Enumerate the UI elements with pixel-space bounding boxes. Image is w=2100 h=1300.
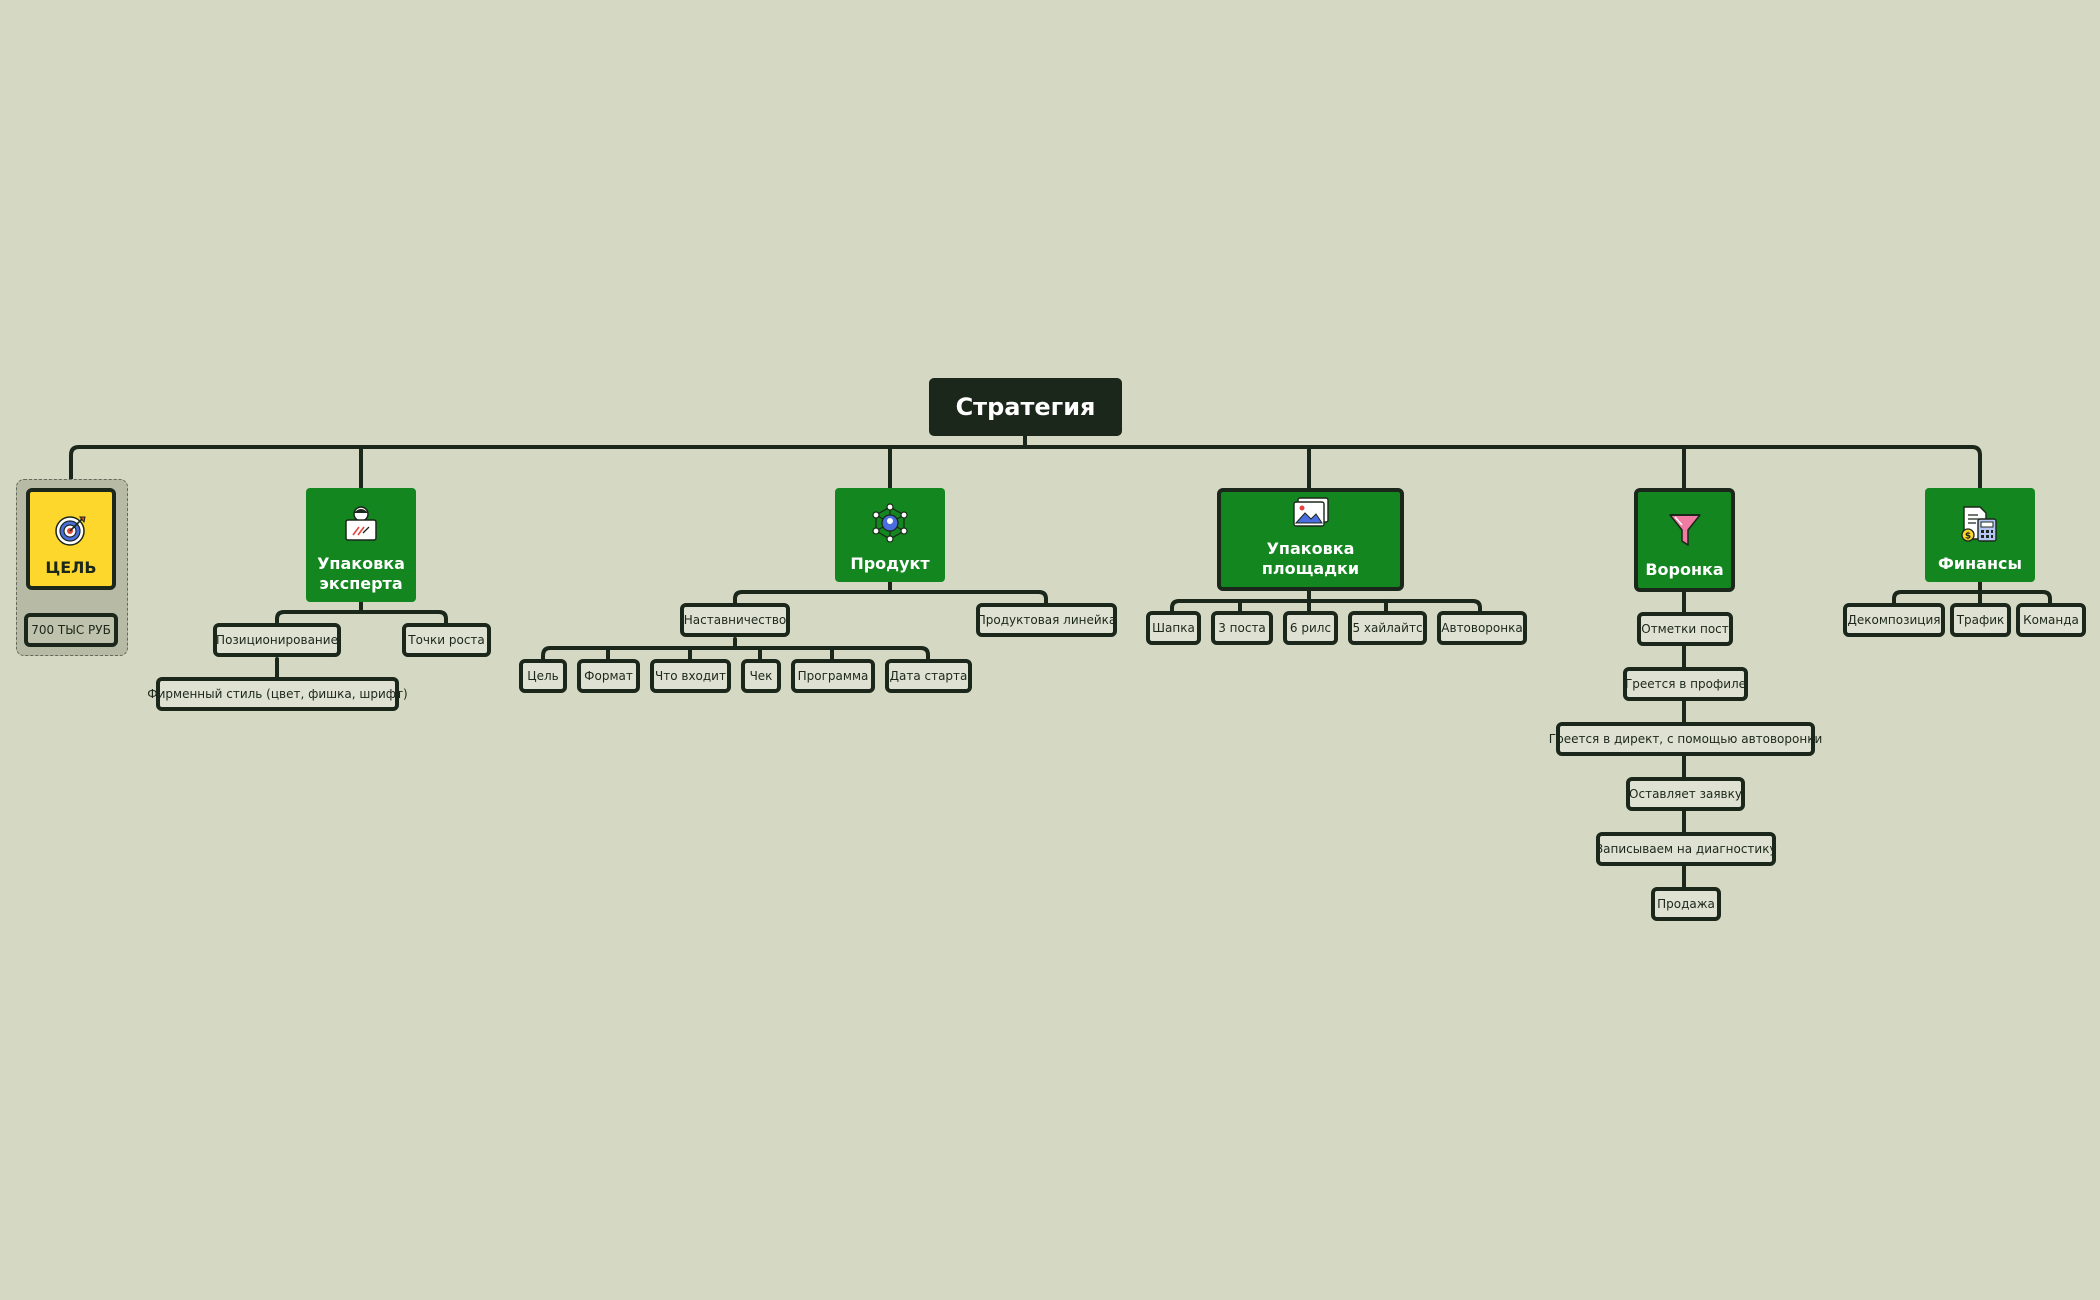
funnel-step-node[interactable]: Греется в директ, с помощью автоворонки — [1549, 722, 1822, 756]
product-sub-label: Что входит — [655, 669, 726, 683]
product-sub-label: Программа — [797, 669, 869, 683]
product-sub-node[interactable]: Что входит — [650, 659, 731, 693]
image-icon — [1292, 496, 1330, 533]
funnel-step-label: Отметки пост — [1641, 622, 1729, 636]
product-sub-node[interactable]: Дата старта — [885, 659, 972, 693]
expert-child-node[interactable]: Точки роста — [402, 623, 491, 657]
network-icon — [870, 503, 910, 548]
expert-label-line1: Упаковка — [317, 554, 405, 573]
target-icon — [54, 513, 88, 552]
funnel-step-label: Оставляет заявку — [1629, 787, 1742, 801]
expert-sub-node[interactable]: Фирменный стиль (цвет, фишка, шрифт) — [147, 677, 408, 711]
platform-child-node[interactable]: 5 хайлайтс — [1348, 611, 1427, 645]
goal-amount-label: 700 ТЫС РУБ — [31, 623, 111, 637]
product-child-node[interactable]: Наставничество — [680, 603, 790, 637]
finance-child-node[interactable]: Команда — [2016, 603, 2086, 637]
funnel-step-node[interactable]: Продажа — [1651, 887, 1721, 921]
finance-child-node[interactable]: Трафик — [1950, 603, 2011, 637]
product-label: Продукт — [850, 554, 930, 573]
platform-child-node[interactable]: Автоворонка — [1437, 611, 1527, 645]
expert-sub-label: Фирменный стиль (цвет, фишка, шрифт) — [147, 687, 408, 701]
product-node[interactable]: Продукт — [835, 488, 945, 582]
finance-label: Финансы — [1938, 554, 2022, 573]
goal-label: ЦЕЛЬ — [45, 558, 97, 577]
expert-laptop-icon — [343, 505, 379, 548]
product-child-label: Продуктовая линейка — [976, 613, 1117, 627]
svg-text:$: $ — [1965, 532, 1971, 542]
funnel-step-node[interactable]: Греется в профиле — [1623, 667, 1748, 701]
product-child-label: Наставничество — [683, 613, 787, 627]
expert-child-label: Точки роста — [408, 633, 485, 647]
platform-child-label: 6 рилс — [1289, 621, 1332, 635]
finance-child-label: Трафик — [1956, 613, 2005, 627]
product-sub-node[interactable]: Программа — [791, 659, 875, 693]
product-sub-label: Чек — [749, 669, 773, 683]
funnel-label: Воронка — [1645, 560, 1724, 579]
finance-node[interactable]: $ Финансы — [1925, 488, 2035, 582]
expert-label-line2: эксперта — [319, 574, 403, 593]
finance-child-label: Декомпозиция — [1847, 613, 1941, 627]
funnel-step-node[interactable]: Отметки пост — [1637, 612, 1733, 646]
funnel-step-node[interactable]: Записываем на диагностику — [1595, 832, 1777, 866]
expert-child-node[interactable]: Позиционирование — [213, 623, 341, 657]
platform-child-node[interactable]: 6 рилс — [1283, 611, 1338, 645]
product-sub-label: Дата старта — [889, 669, 968, 683]
funnel-step-label: Продажа — [1657, 897, 1715, 911]
platform-child-label: 5 хайлайтс — [1352, 621, 1423, 635]
platform-child-label: Шапка — [1152, 621, 1195, 635]
product-sub-label: Цель — [527, 669, 559, 683]
root-label: Стратегия — [955, 393, 1096, 421]
root-node[interactable]: Стратегия — [929, 378, 1122, 436]
platform-child-node[interactable]: 3 поста — [1211, 611, 1273, 645]
platform-child-node[interactable]: Шапка — [1146, 611, 1201, 645]
platform-child-label: 3 поста — [1218, 621, 1266, 635]
platform-node[interactable]: Упаковка площадки — [1217, 488, 1404, 591]
product-child-node[interactable]: Продуктовая линейка — [976, 603, 1117, 637]
funnel-icon — [1667, 511, 1703, 554]
funnel-step-label: Греется в директ, с помощью автоворонки — [1548, 732, 1823, 746]
finance-calculator-icon: $ — [1960, 505, 2000, 548]
goal-node[interactable]: ЦЕЛЬ — [26, 488, 116, 590]
finance-child-label: Команда — [2023, 613, 2079, 627]
product-sub-node[interactable]: Чек — [741, 659, 781, 693]
expert-node[interactable]: Упаковка эксперта — [306, 488, 416, 602]
platform-child-label: Автоворонка — [1441, 621, 1523, 635]
funnel-step-node[interactable]: Оставляет заявку — [1626, 777, 1745, 811]
funnel-step-label: Греется в профиле — [1624, 677, 1747, 691]
funnel-step-label: Записываем на диагностику — [1595, 842, 1777, 856]
platform-label: Упаковка площадки — [1261, 539, 1360, 578]
funnel-node[interactable]: Воронка — [1634, 488, 1735, 592]
expert-child-label: Позиционирование — [216, 633, 338, 647]
finance-child-node[interactable]: Декомпозиция — [1843, 603, 1945, 637]
product-sub-node[interactable]: Формат — [577, 659, 640, 693]
product-sub-node[interactable]: Цель — [519, 659, 567, 693]
goal-amount-node[interactable]: 700 ТЫС РУБ — [24, 613, 118, 647]
product-sub-label: Формат — [584, 669, 633, 683]
